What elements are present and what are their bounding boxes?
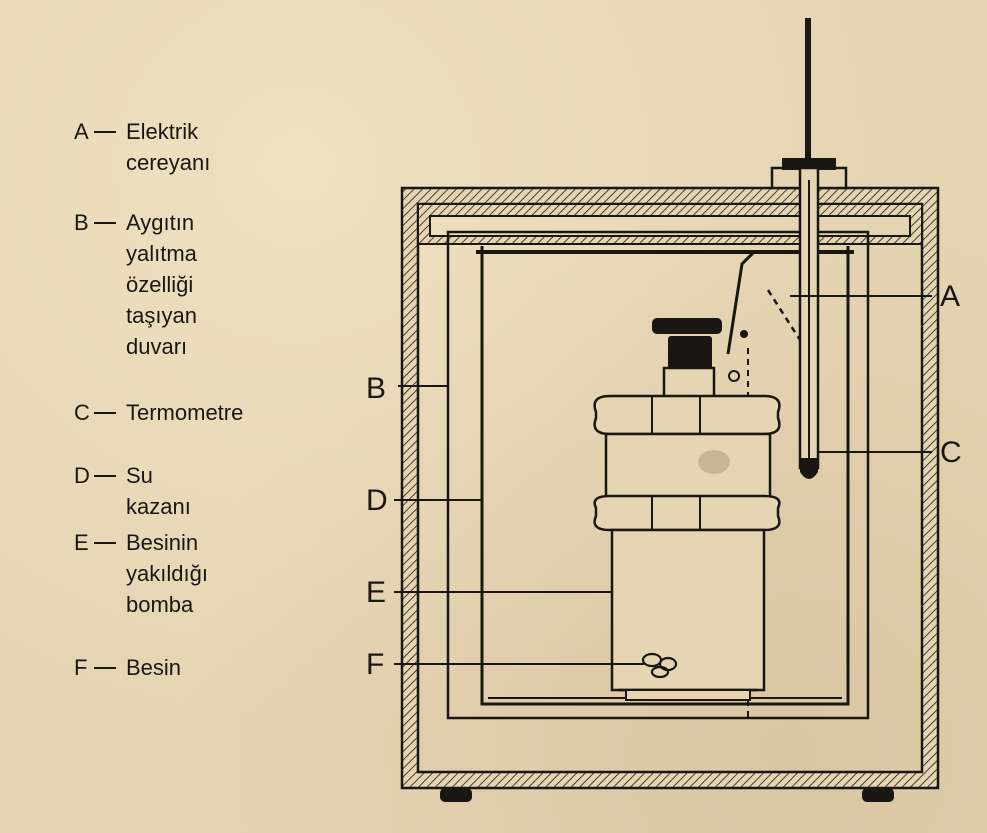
bomb-upper-body xyxy=(604,432,772,502)
foot-right xyxy=(862,788,894,802)
legend-text-e: Besinin yakıldığı bomba xyxy=(126,530,208,617)
legend-letter-c: C xyxy=(74,400,90,425)
food-sample xyxy=(641,652,678,679)
legend-text-d: Su kazanı xyxy=(126,463,191,519)
label-d: D xyxy=(366,484,388,517)
bomb-ring xyxy=(593,494,781,532)
legend-letter-d: D xyxy=(74,463,90,488)
water-vessel xyxy=(480,246,850,706)
bomb-foot xyxy=(625,689,751,701)
bomb-valve-body xyxy=(668,336,712,370)
label-c: C xyxy=(940,436,962,469)
legend-dash xyxy=(94,131,116,133)
label-f: F xyxy=(366,648,384,681)
label-e: E xyxy=(366,576,386,609)
wire-terminal-2 xyxy=(740,330,748,338)
thermometer-bulb xyxy=(800,458,818,479)
legend-text-c: Termometre xyxy=(126,400,244,425)
legend-letter-f: F xyxy=(74,655,88,680)
legend-letter-b: B xyxy=(74,210,89,235)
legend-text-f: Besin xyxy=(126,655,182,680)
inner-insulation-ring xyxy=(417,203,923,245)
bomb-shading xyxy=(698,450,730,474)
legend-letter-e: E xyxy=(74,530,89,555)
bomb-valve-handle xyxy=(652,318,722,334)
electric-wire-return xyxy=(766,289,802,341)
bomb-lower-body xyxy=(610,528,766,692)
legend-text-b: Aygıtın yalıtma özelliği taşıyan duvarı xyxy=(126,210,197,359)
inner-chamber xyxy=(446,230,870,720)
label-b: B xyxy=(366,372,386,405)
foot-left xyxy=(440,788,472,802)
legend-dash xyxy=(94,542,116,544)
bomb-valve-stem xyxy=(662,366,716,400)
label-a: A xyxy=(940,280,960,313)
legend-text-a: Elektrik cereyanı xyxy=(126,119,211,175)
legend-dash xyxy=(94,412,116,414)
bomb-lid xyxy=(593,394,781,436)
legend-dash xyxy=(94,222,116,224)
legend-dash xyxy=(94,667,116,669)
electric-wire xyxy=(726,250,756,355)
legend-letter-a: A xyxy=(74,119,89,144)
legend-dash xyxy=(94,475,116,477)
wire-terminal xyxy=(728,370,740,382)
